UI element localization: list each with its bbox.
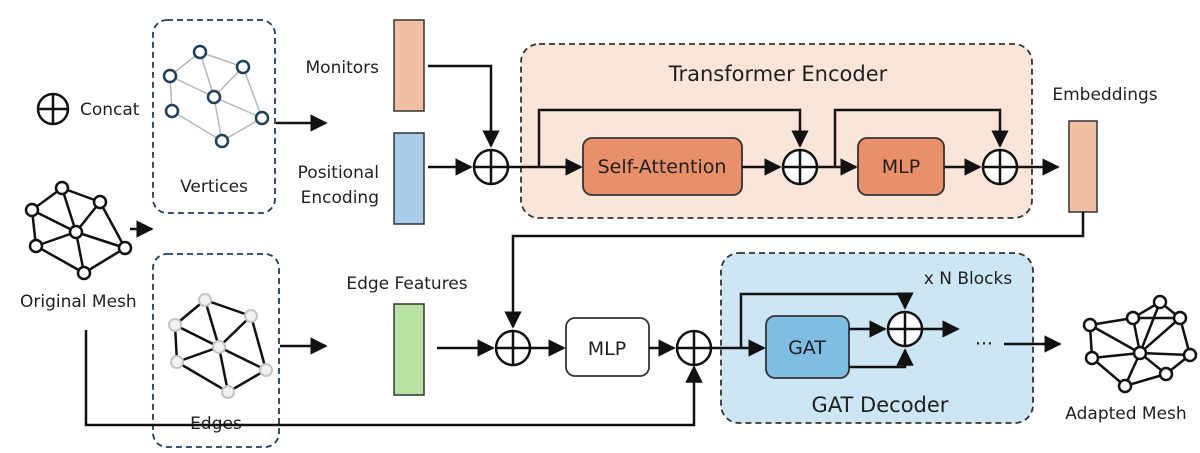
- monitors-to-concat-arrow: [428, 64, 500, 148]
- concat-label: Concat: [80, 100, 140, 120]
- concat-icon: [494, 329, 532, 367]
- vertices-label: Vertices: [180, 177, 248, 197]
- concat-icon: [36, 92, 70, 126]
- edges-box: [152, 253, 280, 448]
- gat-residual-skip: [739, 292, 914, 348]
- positional-encoding-label-line1: Positional: [298, 163, 379, 183]
- encoder-mlp-label: MLP: [882, 156, 920, 178]
- add-icon: [886, 310, 924, 348]
- add-icon: [981, 148, 1019, 186]
- monitors-bar: [393, 19, 425, 112]
- residual-skip-1: [537, 108, 809, 167]
- original-mesh-label: Original Mesh: [20, 292, 137, 312]
- add-icon: [781, 148, 819, 186]
- concat-icon: [472, 148, 510, 186]
- mesh-skip-connection: [84, 330, 703, 427]
- embeddings-bar: [1068, 120, 1098, 213]
- vertices-graph: [162, 44, 270, 149]
- adapted-mesh-label: Adapted Mesh: [1065, 404, 1186, 424]
- concat-legend: Concat: [36, 92, 140, 126]
- residual-skip-2: [833, 108, 1009, 167]
- edge-features-label: Edge Features: [346, 274, 467, 294]
- repeat-blocks-label: x N Blocks: [924, 269, 1013, 289]
- original-mesh-graph: [24, 180, 133, 281]
- edges-graph: [168, 293, 273, 399]
- monitors-label: Monitors: [306, 58, 380, 78]
- add-icon: [675, 329, 713, 367]
- embeddings-label: Embeddings: [1052, 85, 1157, 105]
- edge-mlp-label: MLP: [588, 338, 626, 360]
- gat-decoder-title: GAT Decoder: [812, 393, 949, 417]
- positional-encoding-label-line2: Encoding: [301, 188, 379, 208]
- gat-label: GAT: [788, 337, 826, 359]
- ellipsis-label: ···: [975, 333, 993, 355]
- gat-block: [765, 315, 850, 379]
- gat-lower-skip: [849, 348, 914, 369]
- gat-decoder-box: [720, 252, 1034, 424]
- positional-encoding-bar: [393, 132, 425, 225]
- edge-features-bar: [393, 303, 425, 396]
- embeddings-to-concat-arrow: [504, 212, 1085, 329]
- transformer-encoder-title: Transformer Encoder: [668, 62, 888, 86]
- vertices-box: [152, 19, 276, 214]
- self-attention-label: Self-Attention: [598, 156, 727, 178]
- adapted-mesh-graph: [1082, 294, 1198, 394]
